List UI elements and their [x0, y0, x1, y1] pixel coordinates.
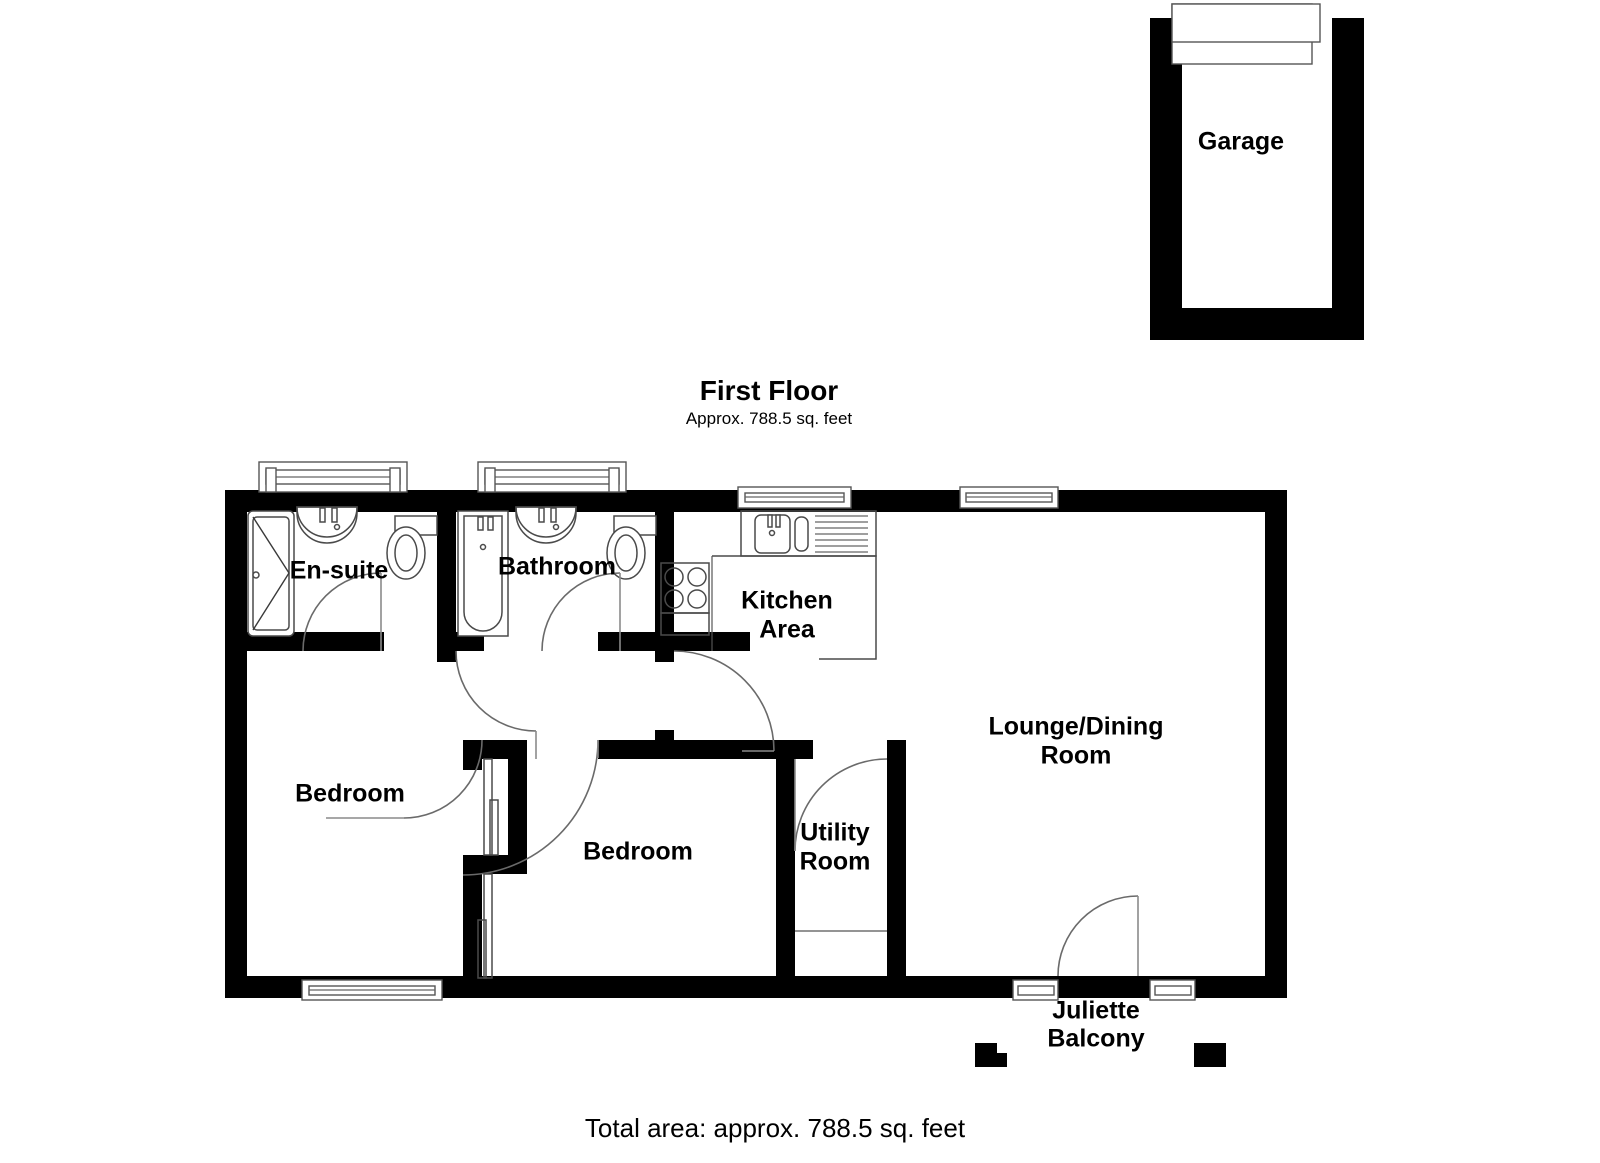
wardrobe-bedroom-mid-door-icon [477, 919, 487, 979]
kitchen-fixtures [660, 510, 877, 660]
wash-basin-bowl-icon [296, 506, 358, 544]
room-label-lounge-line1: Lounge/Dining [989, 713, 1164, 741]
door-arc-balcony [1057, 895, 1139, 977]
basin-tap-right-icon-bathroom [550, 507, 557, 523]
hallway-doors [326, 650, 775, 876]
toilet-bowl-icon [386, 526, 426, 580]
bath-plughole-icon [479, 543, 487, 551]
door-arc-bedroom-left [403, 739, 483, 819]
basin-plughole-icon-bathroom [552, 523, 560, 531]
room-labels: En-suite Bathroom Kitchen Area Lounge/Di… [290, 553, 1164, 1053]
basin-tap-right-icon [331, 507, 338, 523]
wash-basin-bowl-icon-bathroom [515, 506, 577, 544]
hob-ring-2-icon [687, 567, 707, 587]
kitchen-worktop-icon [712, 555, 877, 660]
garage-label: Garage [1198, 128, 1284, 156]
plan-title-group: First Floor Approx. 788.5 sq. feet [686, 375, 853, 428]
toilet-seat-icon [394, 534, 418, 572]
window-kitchen [737, 486, 852, 509]
wardrobes [477, 758, 499, 979]
balcony-rail-block-right-notch [1194, 1043, 1226, 1067]
wall-kitchen-bottom [655, 632, 750, 651]
room-label-balcony-line1: Juliette [1052, 997, 1140, 1025]
wall-stub-kitchen [655, 632, 674, 662]
juliette-balcony-group [975, 895, 1226, 1067]
room-label-bathroom: Bathroom [498, 553, 616, 581]
wall-bedroom-utility [776, 740, 795, 998]
hob-ring-1-icon [664, 567, 684, 587]
room-label-bedroom-left: Bedroom [295, 780, 405, 808]
wardrobe-bedroom-left-icon [483, 758, 493, 856]
bath-tap-left-icon [477, 516, 484, 531]
bathroom-fixtures [457, 506, 657, 652]
shower-door-icon [252, 516, 290, 631]
garage-block: Garage [1150, 3, 1364, 340]
wall-stub-hall [655, 730, 674, 759]
room-label-lounge-line2: Room [1041, 742, 1112, 770]
wall-stub-bedroom-left [463, 740, 482, 770]
window-bedroom-left [301, 979, 443, 1001]
kitchen-plughole-icon [768, 529, 776, 537]
interior-walls [225, 490, 906, 998]
wall-utility-lounge [887, 740, 906, 998]
wash-basin-icon [296, 506, 358, 538]
kitchen-drainer-icon [815, 515, 868, 553]
basin-tap-left-icon [319, 507, 326, 523]
window-balcony-right [1149, 979, 1196, 1001]
room-label-utility-line2: Room [800, 848, 871, 876]
ensuite-fixtures [247, 506, 438, 652]
wall-stub-bathroom [437, 632, 456, 662]
kitchen-tap-left-icon [767, 514, 773, 528]
door-arc-hall-left [455, 650, 537, 732]
toilet-seat-icon-bathroom [614, 534, 638, 572]
window-lounge-top [959, 486, 1059, 509]
shower-drain-icon [252, 571, 260, 579]
basin-plughole-icon [333, 523, 341, 531]
room-label-kitchen-line2: Area [759, 616, 816, 644]
kitchen-tap-right-icon [775, 514, 781, 528]
toilet-bowl-icon-bathroom [606, 526, 646, 580]
plan-title: First Floor [700, 375, 839, 406]
plan-subtitle: Approx. 788.5 sq. feet [686, 409, 853, 428]
utility-fixtures [794, 758, 888, 932]
hob-ring-3-icon [664, 589, 684, 609]
window-ensuite [258, 461, 408, 493]
wall-hall-bedroom-right [598, 740, 813, 759]
hob-ring-4-icon [687, 589, 707, 609]
wall-between-bedrooms-upper [508, 740, 527, 865]
wall-between-bedrooms-lower [463, 855, 482, 998]
oven-icon [660, 612, 710, 636]
garage-door-panel [1171, 3, 1321, 43]
windows-group [258, 461, 1196, 1001]
room-label-ensuite: En-suite [290, 557, 389, 585]
window-bathroom [477, 461, 627, 493]
wardrobe-bedroom-mid-icon [483, 873, 493, 979]
door-arc-bedroom-mid [462, 739, 599, 876]
room-label-kitchen-line1: Kitchen [741, 587, 833, 615]
basin-tap-left-icon-bathroom [538, 507, 545, 523]
wall-stub-utility [887, 740, 906, 759]
room-label-bedroom-mid: Bedroom [583, 838, 693, 866]
exterior-wall-right [1265, 490, 1287, 998]
bathtub-icon [463, 515, 503, 632]
wardrobe-bedroom-left-door-icon [489, 799, 499, 856]
wall-ensuite-bathroom [437, 490, 456, 650]
wall-bathroom-kitchen [655, 490, 674, 650]
door-arc-bathroom [541, 572, 621, 652]
room-label-utility-line1: Utility [800, 819, 870, 847]
bath-tap-right-icon [487, 516, 494, 531]
total-area-footer: Total area: approx. 788.5 sq. feet [585, 1113, 966, 1143]
window-balcony-left [1012, 979, 1059, 1001]
balcony-rail-block-left [975, 1043, 1007, 1067]
kitchen-small-bowl-icon [794, 516, 809, 552]
door-arc-hall-kitchen [673, 650, 775, 752]
room-label-balcony-line2: Balcony [1047, 1025, 1144, 1053]
wash-basin-icon-bathroom [515, 506, 577, 538]
door-arc-ensuite [302, 572, 382, 652]
exterior-wall-left [225, 490, 247, 998]
door-arc-utility [794, 758, 888, 852]
